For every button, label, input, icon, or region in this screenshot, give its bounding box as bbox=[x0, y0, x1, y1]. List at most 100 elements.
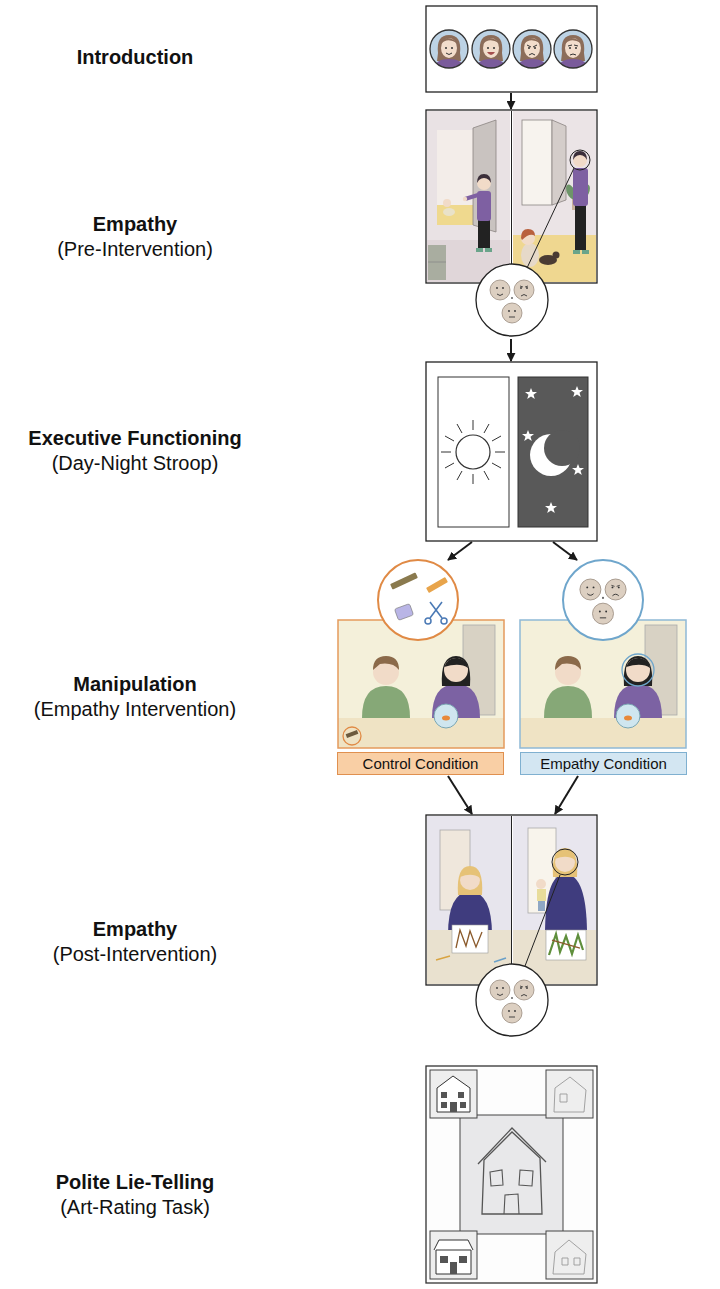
control-scene-part bbox=[390, 572, 418, 589]
empathy-post-panel-part bbox=[536, 879, 546, 889]
intro-panel-part bbox=[570, 54, 576, 55]
control-scene-part bbox=[444, 658, 468, 668]
empathy-scene-part bbox=[580, 579, 626, 624]
empathy-pre-panel-part bbox=[477, 191, 491, 221]
art-rating-panel-part bbox=[460, 1115, 563, 1234]
stage-title: Empathy bbox=[0, 917, 270, 942]
empathy-post-panel bbox=[426, 815, 597, 1036]
intro-panel-part bbox=[426, 6, 597, 92]
empathy-scene-part bbox=[616, 704, 640, 728]
empathy-post-panel-part bbox=[553, 848, 578, 877]
art-rating-panel bbox=[426, 1066, 597, 1283]
stroop-panel-part-part bbox=[441, 452, 451, 453]
intro-panel bbox=[426, 6, 597, 92]
control-scene bbox=[338, 560, 504, 748]
condition-node: Control Condition bbox=[337, 561, 504, 775]
stage-label-group: Polite Lie-Telling(Art-Rating Task) bbox=[0, 1170, 270, 1220]
intro-panel-part bbox=[446, 53, 452, 55]
stroop-panel-part-part bbox=[473, 474, 474, 484]
stage-node: Introduction bbox=[0, 6, 597, 92]
condition-label: Empathy Condition bbox=[520, 752, 687, 775]
empathy-pre-panel-part bbox=[522, 120, 552, 205]
stage-subtitle: (Pre-Intervention) bbox=[0, 237, 270, 262]
empathy-pre-panel-part bbox=[582, 250, 589, 254]
flow-arrow bbox=[553, 542, 577, 560]
empathy-pre-panel-part bbox=[573, 168, 588, 206]
stroop-panel-part bbox=[544, 430, 580, 466]
art-rating-panel-part bbox=[430, 1231, 477, 1279]
stroop-panel bbox=[426, 362, 597, 541]
art-rating-panel-part bbox=[554, 1077, 586, 1112]
empathy-pre-panel-part bbox=[428, 262, 446, 263]
art-rating-panel-part bbox=[478, 1128, 546, 1164]
stage-label-group: Executive Functioning(Day-Night Stroop) bbox=[0, 426, 270, 476]
empathy-pre-panel-part bbox=[473, 120, 496, 232]
empathy-post-panel-part bbox=[545, 874, 587, 935]
art-rating-panel-part bbox=[482, 1132, 542, 1214]
control-scene-part bbox=[394, 604, 413, 621]
stroop-panel-part bbox=[525, 388, 537, 399]
empathy-post-panel-part bbox=[476, 964, 548, 1036]
empathy-post-panel-part bbox=[549, 934, 583, 955]
empathy-post-panel-part bbox=[525, 875, 560, 966]
empathy-scene bbox=[520, 560, 686, 748]
stage-node: Empathy(Post-Intervention) bbox=[0, 815, 597, 1041]
intro-panel-part bbox=[487, 52, 495, 55]
empathy-scene-part bbox=[622, 654, 654, 686]
empathy-scene-part bbox=[555, 656, 581, 670]
empathy-post-panel-part bbox=[456, 930, 482, 948]
empathy-pre-panel-part bbox=[527, 168, 574, 268]
stroop-panel-part-part bbox=[445, 436, 454, 441]
stroop-panel-part bbox=[426, 362, 597, 541]
stroop-panel-part-part bbox=[457, 424, 462, 433]
empathy-pre-panel-part bbox=[428, 245, 446, 280]
empathy-pre-panel-part bbox=[521, 243, 539, 267]
stage-subtitle: (Post-Intervention) bbox=[0, 942, 270, 967]
empathy-post-panel-part bbox=[538, 901, 545, 911]
empathy-pre-panel-part bbox=[521, 229, 535, 240]
empathy-pre-panel-part bbox=[570, 150, 590, 170]
stroop-panel-part bbox=[518, 377, 588, 527]
empathy-pre-panel-part bbox=[476, 264, 548, 336]
stroop-panel-part-part bbox=[473, 420, 474, 430]
control-scene-part bbox=[434, 704, 458, 728]
empathy-pre-panel-part bbox=[437, 130, 473, 225]
flow-arrow bbox=[555, 776, 578, 814]
control-scene-part-part bbox=[430, 602, 442, 618]
control-scene-part bbox=[373, 656, 399, 670]
empathy-pre-panel-part bbox=[463, 197, 467, 201]
art-rating-panel-part bbox=[440, 1256, 467, 1274]
empathy-post-panel-part bbox=[427, 816, 511, 984]
intro-panel-part bbox=[554, 30, 592, 69]
control-scene-part-part bbox=[425, 618, 431, 624]
stage-title: Introduction bbox=[0, 45, 270, 70]
empathy-pre-panel-part bbox=[575, 205, 586, 250]
stage-title: Empathy bbox=[0, 212, 270, 237]
intro-panel-part bbox=[529, 54, 535, 56]
stroop-panel-part bbox=[572, 464, 584, 475]
empathy-post-panel-part bbox=[513, 816, 596, 984]
intro-panel-part bbox=[568, 45, 578, 46]
empathy-scene-part bbox=[563, 560, 643, 640]
empathy-post-panel-part bbox=[458, 866, 483, 895]
stroop-panel-part bbox=[545, 502, 557, 513]
empathy-post-panel-part bbox=[436, 956, 450, 960]
control-scene-part bbox=[343, 727, 361, 745]
empathy-pre-panel-part bbox=[477, 174, 491, 183]
control-scene-part bbox=[442, 656, 470, 686]
stage-node: Empathy(Pre-Intervention) bbox=[0, 110, 597, 338]
empathy-post-panel-part bbox=[552, 849, 578, 875]
condition-label: Control Condition bbox=[337, 752, 504, 775]
control-scene-part bbox=[426, 577, 448, 593]
stage-label: (Empathy Intervention) bbox=[0, 697, 270, 722]
stroop-panel-part-part bbox=[492, 463, 501, 468]
empathy-scene-part bbox=[544, 686, 592, 718]
stage-node: Executive Functioning(Day-Night Stroop) bbox=[0, 362, 597, 541]
empathy-post-panel-part bbox=[511, 816, 512, 984]
flow-arrow bbox=[510, 339, 512, 361]
empathy-pre-panel-part bbox=[485, 248, 492, 252]
empathy-scene-part bbox=[624, 716, 632, 721]
intro-panel-part bbox=[430, 30, 468, 69]
control-scene-part bbox=[444, 658, 468, 682]
